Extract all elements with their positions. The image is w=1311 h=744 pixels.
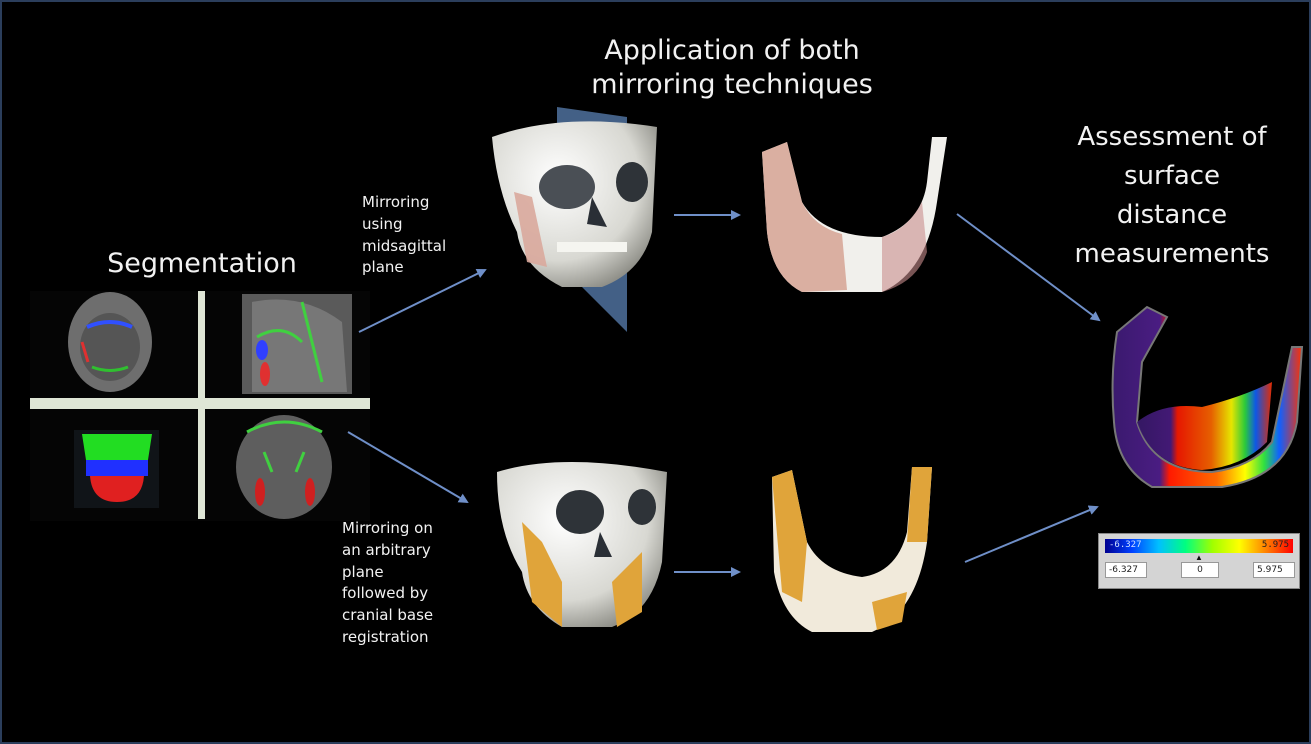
arrow-mandible-to-assessment-bottom <box>965 507 1097 562</box>
arbitrary-technique-label: Mirroring on an arbitrary plane followed… <box>342 518 446 649</box>
midsagittal-label-line3: midsagittal <box>362 236 446 258</box>
assessment-title: Assessment of surface distance measureme… <box>1052 118 1292 274</box>
assessment-title-line3: distance <box>1052 196 1292 235</box>
skull-arbitrary-plane-model <box>497 462 667 627</box>
assessment-title-line1: Assessment of <box>1052 118 1292 157</box>
colorbar-mid-field[interactable]: 0 <box>1181 562 1219 578</box>
viewer-divider-vertical <box>198 291 205 519</box>
application-title: Application of both mirroring techniques <box>572 34 892 102</box>
mandible-midsagittal-model <box>762 137 947 292</box>
application-title-line2: mirroring techniques <box>572 68 892 102</box>
colorbar-min-label: -6.327 <box>1109 540 1142 550</box>
colorbar-min-field[interactable]: -6.327 <box>1105 562 1147 578</box>
midsagittal-technique-label: Mirroring using midsagittal plane <box>362 192 446 279</box>
mandible-arbitrary-plane-model <box>772 467 932 632</box>
arbitrary-label-line4: followed by <box>342 583 446 605</box>
arbitrary-label-line1: Mirroring on <box>342 518 446 540</box>
midsagittal-label-line2: using <box>362 214 446 236</box>
heatmap-mandible-model <box>1113 307 1302 487</box>
arbitrary-label-line6: registration <box>342 627 446 649</box>
skull-midsagittal-model <box>492 107 657 332</box>
midsagittal-label-line1: Mirroring <box>362 192 446 214</box>
segmentation-title: Segmentation <box>102 247 302 281</box>
assessment-title-line4: measurements <box>1052 235 1292 274</box>
colorbar-pointer-icon: ▲ <box>1195 553 1203 562</box>
colorbar-max-label: 5.975 <box>1262 540 1289 550</box>
arbitrary-label-line3: plane <box>342 562 446 584</box>
arrow-segmentation-to-midsagittal <box>359 270 485 332</box>
colorbar-max-field[interactable]: 5.975 <box>1253 562 1295 578</box>
distance-colorbar: -6.327 5.975 ▲ -6.327 0 5.975 <box>1098 533 1300 589</box>
midsagittal-label-line4: plane <box>362 257 446 279</box>
application-title-line1: Application of both <box>572 34 892 68</box>
segmentation-ct-panel <box>30 291 370 521</box>
arbitrary-label-line5: cranial base <box>342 605 446 627</box>
arbitrary-label-line2: an arbitrary <box>342 540 446 562</box>
assessment-title-line2: surface <box>1052 157 1292 196</box>
